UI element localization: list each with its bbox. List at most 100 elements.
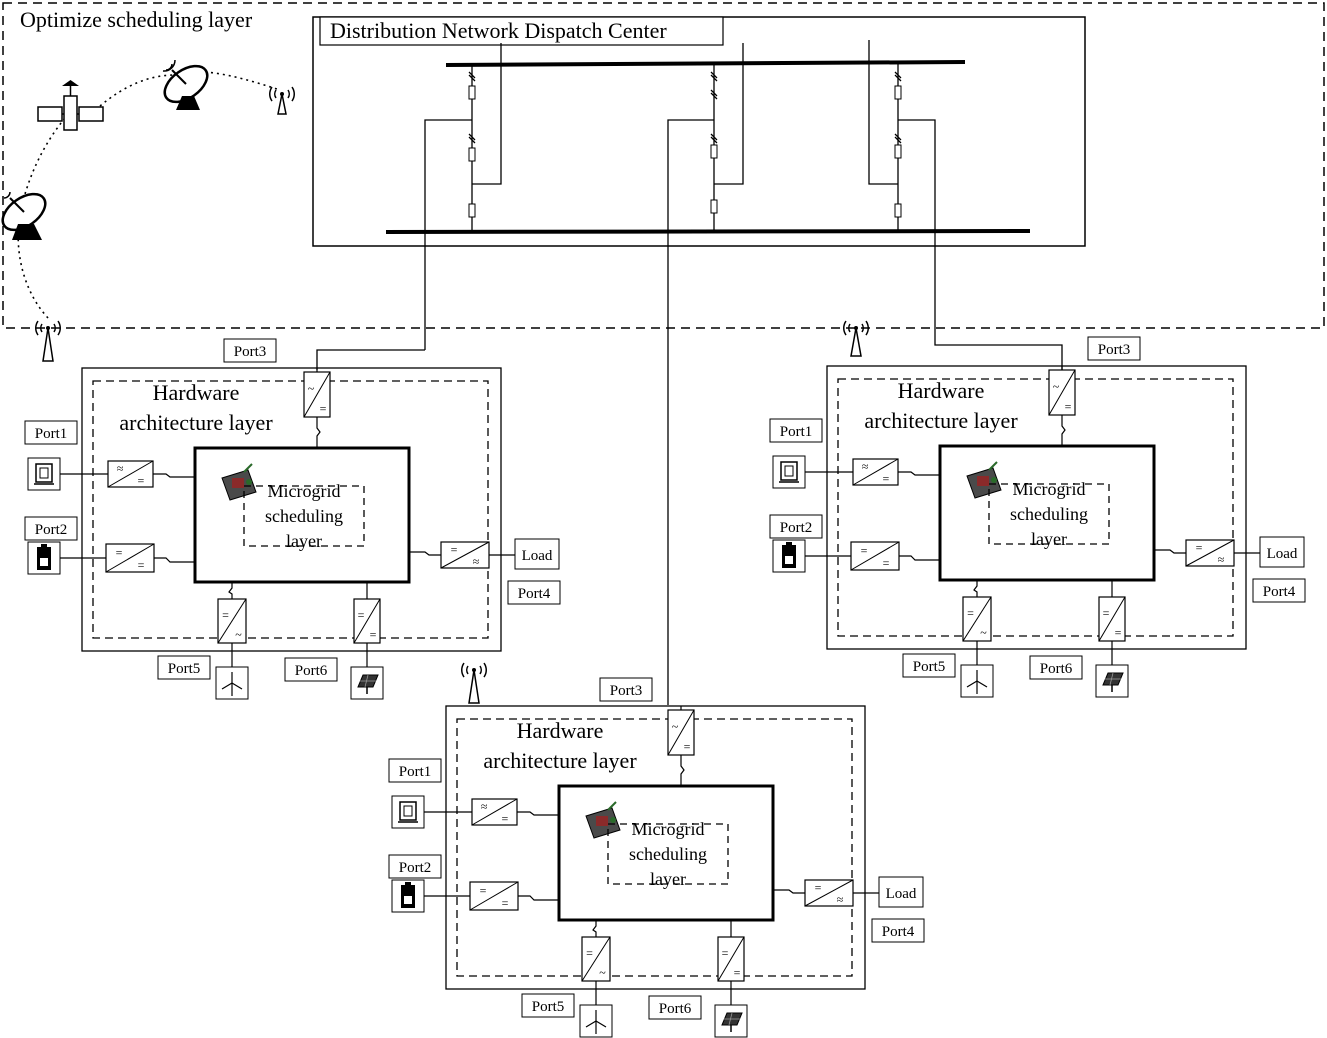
svg-text:~: ~: [980, 626, 987, 640]
solar-panel-icon: [714, 1004, 748, 1038]
port-label: Port5: [902, 653, 956, 678]
svg-text:~: ~: [672, 719, 679, 733]
port-label: Port4: [1252, 578, 1306, 603]
svg-text:=: =: [138, 558, 145, 572]
hardware-layer-boundary: [456, 718, 853, 977]
power-converter: ==: [717, 936, 745, 982]
port-label-text: Port3: [234, 344, 267, 360]
connection-line: [680, 755, 685, 786]
power-converter: ≈=: [107, 460, 154, 488]
port-label-text: Port5: [532, 999, 565, 1015]
microgrid-scheduling-layer-label: scheduling: [265, 506, 343, 526]
svg-text:=: =: [451, 543, 458, 557]
hardware-layer-title: Hardware: [153, 380, 240, 405]
connection-line: [154, 557, 195, 563]
load-box: Load: [514, 538, 560, 570]
dispatch-center-box: [312, 16, 1086, 247]
fuel-cell-icon: [391, 795, 425, 829]
port-label-text: Port6: [659, 1001, 692, 1017]
port-label-text: Port2: [399, 860, 432, 876]
connection-line: [592, 920, 597, 937]
microgrid-scheduling-layer-label: layer: [286, 531, 322, 551]
feeder-line: [316, 349, 425, 370]
port-label-text: Port3: [610, 683, 643, 699]
connection-line: [1061, 415, 1066, 446]
port-label: Port2: [769, 514, 823, 539]
svg-text:≈: ≈: [862, 460, 869, 474]
hardware-layer-box: [826, 365, 1247, 650]
dispatch-center-title-box: [319, 16, 724, 46]
dispatch-center-title: Distribution Network Dispatch Center: [330, 18, 667, 43]
power-converter: =≈: [1185, 539, 1235, 567]
svg-text:≈: ≈: [837, 892, 844, 906]
controller-board-icon: [221, 463, 257, 501]
port-label-text: Port1: [35, 426, 68, 442]
connection-line: [898, 471, 940, 476]
port-label: Port6: [648, 995, 702, 1020]
svg-text:=: =: [1065, 400, 1072, 414]
microgrid-scheduling-layer-label: scheduling: [1010, 504, 1088, 524]
connection-line: [228, 582, 233, 599]
microgrid-controller-box: [557, 784, 775, 922]
svg-text:=: =: [883, 556, 890, 570]
svg-text:=: =: [586, 946, 593, 960]
circuit-breaker: [468, 85, 902, 218]
connection-line: [973, 580, 978, 597]
wind-turbine-icon: [960, 664, 994, 698]
svg-text:=: =: [320, 402, 327, 416]
svg-text:=: =: [1115, 626, 1122, 640]
power-converter: =≈: [440, 541, 490, 569]
power-converter: ==: [850, 541, 900, 571]
connection-line: [773, 889, 805, 894]
port-label-text: Port1: [780, 424, 813, 440]
antenna-icon: [269, 86, 295, 115]
power-converter: ==: [105, 543, 155, 573]
svg-text:=: =: [734, 966, 741, 980]
hardware-layer-title: Hardware: [898, 378, 985, 403]
load-label: Load: [522, 548, 553, 564]
satellite-icon: [37, 80, 104, 131]
port-label: Port1: [388, 758, 442, 783]
port-label-text: Port2: [780, 520, 813, 536]
controller-board-icon: [966, 461, 1002, 499]
power-converter: =~: [581, 936, 611, 982]
hardware-layer-title: Hardware: [517, 718, 604, 743]
port-label: Port5: [521, 993, 575, 1018]
port-label-text: Port4: [518, 586, 551, 602]
port-label: Port5: [157, 655, 211, 680]
connection-line: [316, 417, 321, 448]
power-converter: ≈=: [852, 458, 899, 486]
connection-line: [153, 473, 195, 478]
fuel-cell-icon: [27, 457, 61, 491]
satellite-dish-icon: [1, 191, 47, 240]
microgrid-scheduling-layer-label: Microgrid: [632, 819, 705, 839]
solar-panel-icon: [1095, 664, 1129, 698]
svg-text:=: =: [358, 608, 365, 622]
controller-board-icon: [585, 801, 621, 839]
svg-text:~: ~: [599, 966, 606, 980]
power-converter: ~=: [667, 709, 695, 756]
optimize-scheduling-layer-boundary: [2, 2, 1325, 329]
power-converter: ~=: [303, 371, 331, 418]
hardware-layer-title: architecture layer: [483, 748, 637, 773]
svg-text:≈: ≈: [481, 800, 488, 814]
port-label-text: Port4: [882, 924, 915, 940]
port-label: Port4: [507, 580, 561, 605]
microgrid-scheduling-layer-label: Microgrid: [268, 481, 341, 501]
antenna-icon: [843, 320, 869, 357]
svg-text:=: =: [684, 740, 691, 754]
port-label: Port1: [769, 418, 823, 443]
svg-text:=: =: [882, 471, 889, 485]
svg-text:=: =: [116, 546, 123, 560]
wind-turbine-icon: [215, 666, 249, 700]
svg-text:=: =: [1196, 541, 1203, 555]
microgrid-scheduling-layer-label: scheduling: [629, 844, 707, 864]
port-label-text: Port4: [1263, 584, 1296, 600]
port-label: Port6: [284, 657, 338, 682]
connection-line: [518, 895, 559, 901]
optimize-scheduling-layer-title: Optimize scheduling layer: [20, 7, 253, 32]
svg-text:=: =: [480, 884, 487, 898]
